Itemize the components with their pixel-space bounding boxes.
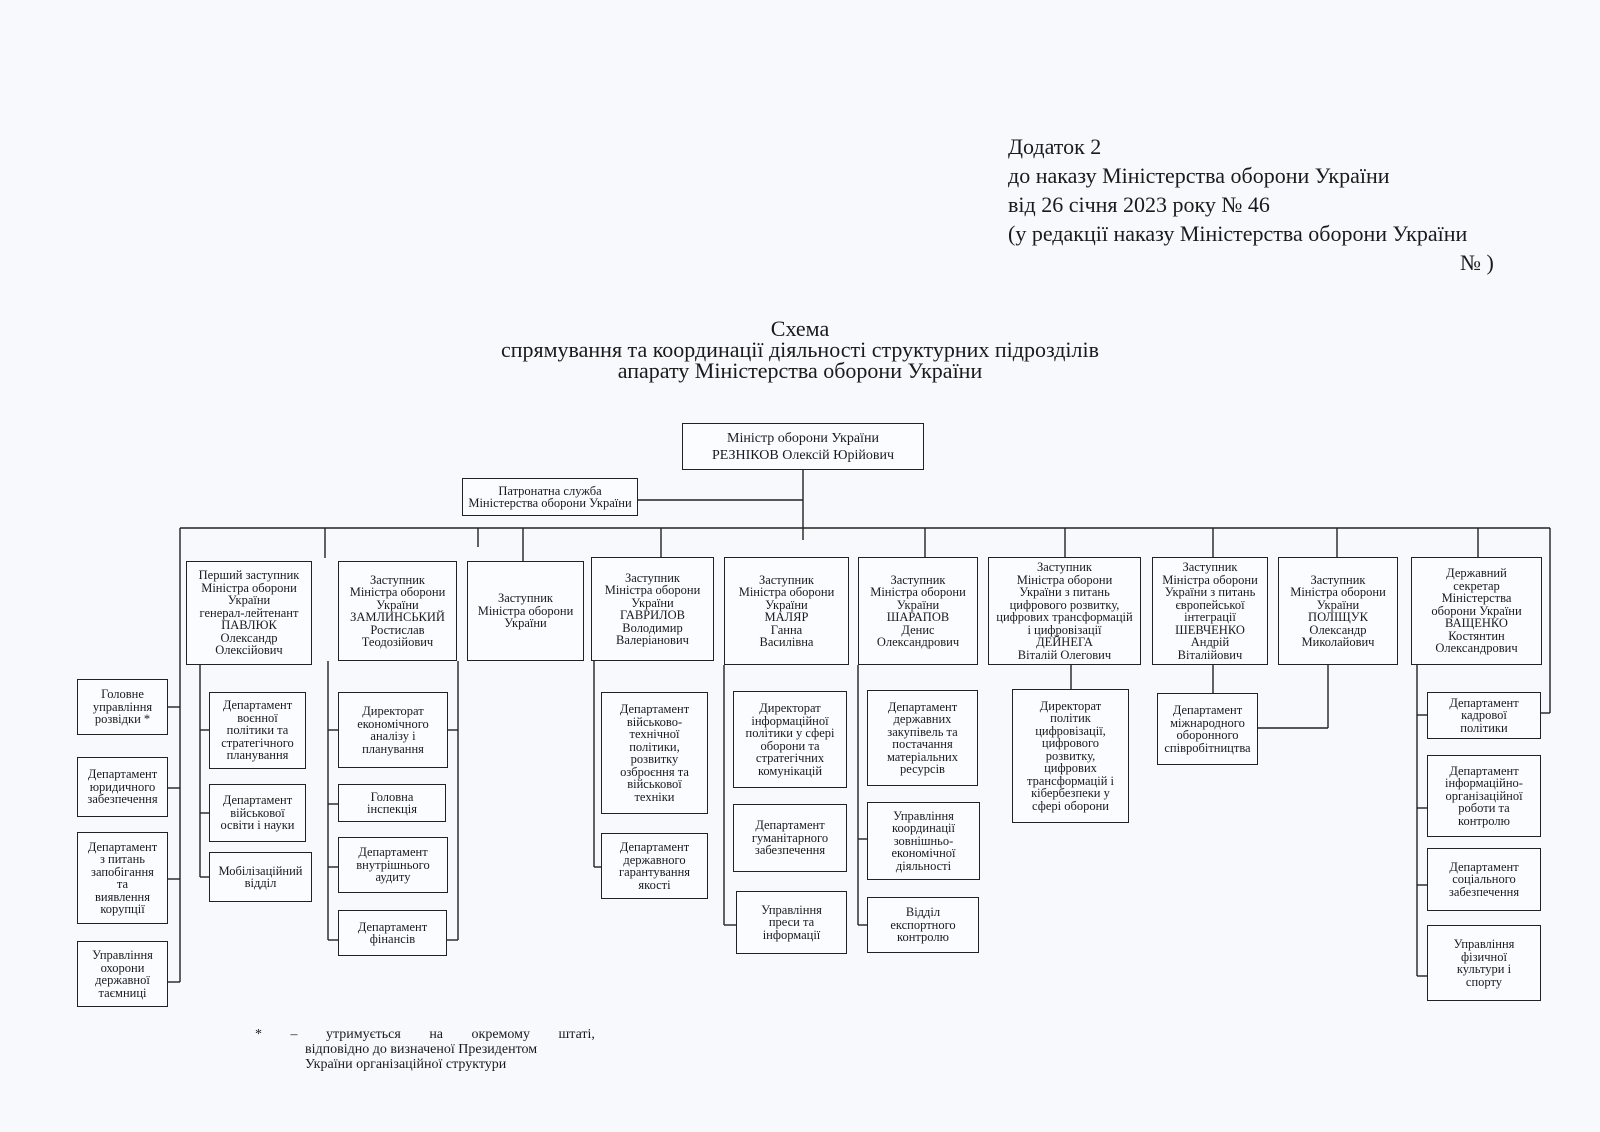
- appendix-line-4: (у редакції наказу Міністерства оборони …: [1008, 221, 1468, 246]
- appendix-line-3: від 26 січня 2023 року № 46: [1008, 192, 1270, 217]
- footnote-mark: *: [255, 1027, 262, 1042]
- document-title: Схема спрямування та координації діяльно…: [350, 316, 1250, 383]
- appendix-line-5: № ): [1460, 250, 1494, 275]
- social-support-department-box: Департамент соціального забезпечення: [1427, 848, 1541, 911]
- footnote-line-2: відповідно до визначеної Президентом: [305, 1042, 538, 1057]
- appendix-line-2: до наказу Міністерства оборони України: [1008, 163, 1390, 188]
- deputy-havrylov-box: Заступник Міністра оборони України ГАВРИ…: [591, 557, 714, 661]
- footnote: * – утримується на окремому штаті, відпо…: [255, 1027, 595, 1072]
- humanitarian-department-box: Департамент гуманітарного забезпечення: [733, 804, 847, 872]
- export-control-unit-box: Відділ експортного контролю: [867, 897, 979, 953]
- footnote-dash: –: [290, 1027, 298, 1042]
- military-policy-department-box: Департамент воєнної політики та стратегі…: [209, 692, 306, 769]
- anticorruption-department-box: Департамент з питань запобігання та вияв…: [77, 832, 168, 924]
- procurement-department-box: Департамент державних закупівель та пост…: [867, 690, 978, 786]
- legal-department-box: Департамент юридичного забезпечення: [77, 757, 168, 817]
- economic-analysis-directorate-box: Директорат економічного аналізу і планув…: [338, 692, 448, 768]
- deputy-deineha-box: Заступник Міністра оборони України з пит…: [988, 557, 1141, 665]
- internal-audit-department-box: Департамент внутрішнього аудиту: [338, 837, 448, 893]
- mobilization-unit-box: Мобілізаційний відділ: [209, 852, 312, 902]
- personnel-policy-department-box: Департамент кадрової політики: [1427, 692, 1541, 739]
- appendix-line-1: Додаток 2: [1008, 134, 1102, 159]
- deputy-polishchuk-box: Заступник Міністра оборони України ПОЛІЩ…: [1278, 557, 1398, 665]
- deputy-vacant-box: Заступник Міністра оборони України: [467, 561, 584, 661]
- info-policy-directorate-box: Директорат інформаційної політики у сфер…: [733, 691, 847, 788]
- state-secrets-office-box: Управління охорони державної таємниці: [77, 941, 168, 1007]
- military-education-department-box: Департамент військової освіти і науки: [209, 784, 306, 842]
- patronage-service-box: Патронатна служба Міністерства оборони У…: [462, 478, 638, 516]
- state-secretary-box: Державний секретар Міністерства оборони …: [1411, 557, 1542, 665]
- digital-policy-directorate-box: Директорат політик цифровізації, цифрово…: [1012, 689, 1129, 823]
- title-line-3: апарату Міністерства оборони України: [617, 358, 983, 383]
- footnote-line-3: України організаційної структури: [305, 1057, 507, 1072]
- deputy-pavliuk-box: Перший заступник Міністра оборони Україн…: [186, 561, 312, 665]
- appendix-header: Додаток 2 до наказу Міністерства оборони…: [1008, 132, 1568, 277]
- title-line-2: спрямування та координації діяльності ст…: [500, 337, 1100, 362]
- international-cooperation-department-box: Департамент міжнародного оборонного спів…: [1157, 693, 1258, 765]
- military-technical-department-box: Департамент військово- технічної політик…: [601, 692, 708, 814]
- title-line-1: Схема: [770, 316, 830, 341]
- footnote-line-1: * – утримується на окремому штаті,: [255, 1027, 595, 1042]
- deputy-shevchenko-box: Заступник Міністра оборони України з пит…: [1152, 557, 1268, 665]
- finance-department-box: Департамент фінансів: [338, 910, 447, 956]
- info-org-department-box: Департамент інформаційно- організаційної…: [1427, 755, 1541, 837]
- sports-office-box: Управління фізичної культури і спорту: [1427, 925, 1541, 1001]
- minister-box: Міністр оборони України РЕЗНІКОВ Олексій…: [682, 423, 924, 470]
- intelligence-directorate-box: Головне управління розвідки *: [77, 679, 168, 735]
- deputy-sharapov-box: Заступник Міністра оборони України ШАРАП…: [858, 557, 978, 665]
- press-office-box: Управління преси та інформації: [736, 891, 847, 954]
- quality-assurance-department-box: Департамент державного гарантування якос…: [601, 833, 708, 899]
- deputy-zamlynskyi-box: Заступник Міністра оборони України ЗАМЛИ…: [338, 561, 457, 661]
- main-inspection-box: Головна інспекція: [338, 784, 446, 822]
- deputy-maliar-box: Заступник Міністра оборони України МАЛЯР…: [724, 557, 849, 665]
- foreign-economic-office-box: Управління координації зовнішньо- економ…: [867, 802, 980, 880]
